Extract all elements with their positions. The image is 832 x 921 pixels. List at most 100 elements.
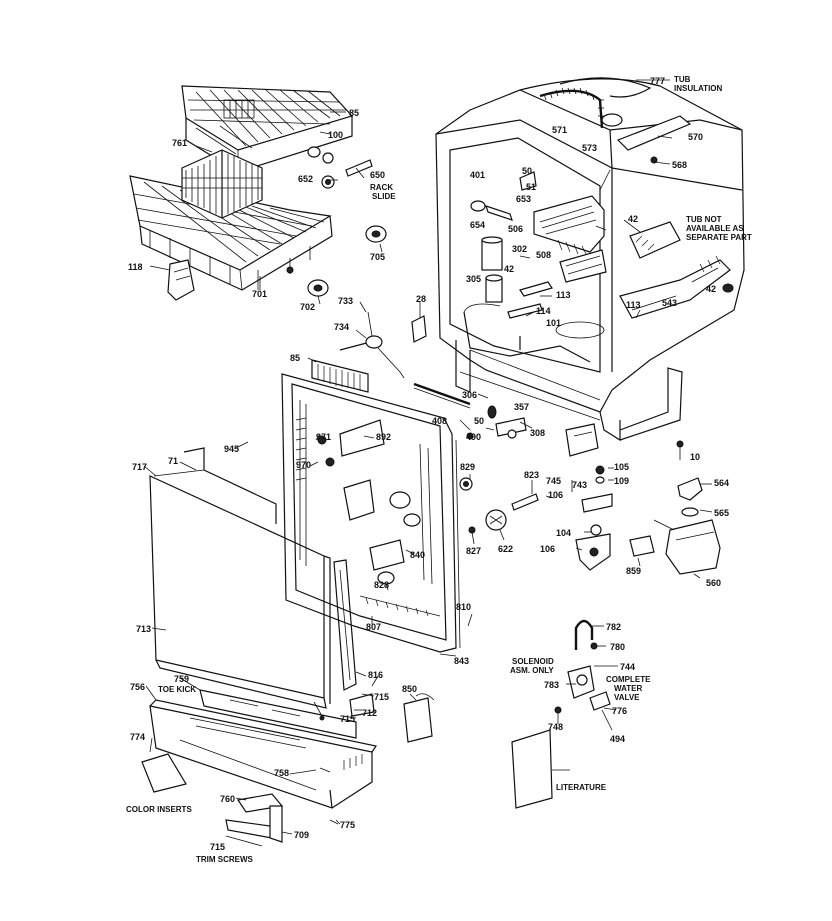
label-106-bottom: 106	[540, 544, 555, 554]
label-51: 51	[526, 182, 536, 192]
label-506: 506	[508, 224, 523, 234]
label-745: 745	[546, 476, 561, 486]
caption-solenoid-1: SOLENOID	[512, 657, 554, 666]
caption-tub-insulation-2: INSULATION	[674, 84, 723, 93]
label-744: 744	[620, 662, 635, 672]
label-508: 508	[536, 250, 551, 260]
label-118: 118	[128, 262, 143, 272]
label-780: 780	[610, 642, 625, 652]
label-114: 114	[536, 306, 551, 316]
label-105: 105	[614, 462, 629, 472]
label-101: 101	[546, 318, 561, 328]
label-570: 570	[688, 132, 703, 142]
label-775: 775	[340, 820, 355, 830]
label-106-top: 106	[548, 490, 563, 500]
label-573: 573	[582, 143, 597, 153]
label-565: 565	[714, 508, 729, 518]
label-971: 971	[316, 432, 331, 442]
label-823: 823	[524, 470, 539, 480]
label-892: 892	[376, 432, 391, 442]
label-843: 843	[454, 656, 469, 666]
label-748: 748	[548, 722, 563, 732]
label-42-right: 42	[628, 214, 638, 224]
label-743: 743	[572, 480, 587, 490]
upper-rack	[181, 85, 354, 173]
label-715-c: 715	[210, 842, 225, 852]
label-100: 100	[328, 130, 343, 140]
label-104: 104	[556, 528, 571, 538]
literature-booklet	[511, 729, 570, 809]
door-outer-panel	[149, 447, 375, 717]
label-568: 568	[672, 160, 687, 170]
label-28: 28	[416, 294, 426, 304]
part-number-labels: 777 85 100 761 650 652 118 705 701 702 7…	[128, 76, 729, 852]
leader-lines	[143, 79, 713, 835]
label-357: 357	[514, 402, 529, 412]
hinge-assembly	[339, 311, 427, 379]
label-945: 945	[224, 444, 239, 454]
part-850	[403, 693, 435, 743]
color-inserts	[141, 753, 187, 793]
label-306: 306	[462, 390, 477, 400]
label-50-top: 50	[522, 166, 532, 176]
label-401: 401	[470, 170, 485, 180]
label-709: 709	[294, 830, 309, 840]
caption-rack-slide-1: RACK	[370, 183, 393, 192]
label-705: 705	[370, 252, 385, 262]
label-777: 777	[650, 76, 665, 86]
caption-color-inserts: COLOR INSERTS	[126, 805, 192, 814]
rack-hardware	[167, 146, 387, 301]
door-inner	[281, 359, 471, 653]
label-828: 828	[374, 580, 389, 590]
label-85-rack: 85	[349, 108, 359, 118]
caption-toe-kick: TOE KICK	[158, 685, 196, 694]
label-715-b: 715	[340, 714, 355, 724]
label-761: 761	[172, 138, 187, 148]
label-308: 308	[530, 428, 545, 438]
label-970: 970	[296, 460, 311, 470]
label-560: 560	[706, 578, 721, 588]
label-807: 807	[366, 622, 381, 632]
label-829: 829	[460, 462, 475, 472]
label-543: 543	[662, 298, 677, 308]
label-776: 776	[612, 706, 627, 716]
captions: TUB INSULATION RACK SLIDE TUB NOT AVAILA…	[126, 75, 752, 864]
label-494: 494	[610, 734, 625, 744]
caption-complete-2: WATER	[614, 684, 643, 693]
label-654: 654	[470, 220, 485, 230]
label-490: 490	[466, 432, 481, 442]
caption-complete-3: VALVE	[614, 693, 640, 702]
label-702: 702	[300, 302, 315, 312]
caption-tub-not-2: AVAILABLE AS	[686, 224, 744, 233]
caption-tub-not-3: SEPARATE PART	[686, 233, 752, 242]
water-valve	[554, 619, 611, 724]
label-816: 816	[368, 670, 383, 680]
label-113-mid: 113	[556, 290, 571, 300]
label-113-right: 113	[626, 300, 641, 310]
label-302: 302	[512, 244, 527, 254]
tub	[435, 77, 745, 442]
label-564: 564	[714, 478, 729, 488]
small-screws	[225, 613, 473, 847]
label-715-a: 715	[374, 692, 389, 702]
label-810: 810	[456, 602, 471, 612]
label-50-mid: 50	[474, 416, 484, 426]
label-653: 653	[516, 194, 531, 204]
label-734: 734	[334, 322, 349, 332]
label-622: 622	[498, 544, 513, 554]
label-408: 408	[432, 416, 447, 426]
parts-357-308	[466, 405, 527, 440]
caption-trim-screws: TRIM SCREWS	[196, 855, 254, 864]
lower-access-panel	[149, 699, 377, 809]
label-10: 10	[690, 452, 700, 462]
label-783: 783	[544, 680, 559, 690]
label-650: 650	[370, 170, 385, 180]
caption-tub-insulation-1: TUB	[674, 75, 691, 84]
caption-rack-slide-2: SLIDE	[372, 192, 396, 201]
label-840: 840	[410, 550, 425, 560]
label-782: 782	[606, 622, 621, 632]
label-758: 758	[274, 768, 289, 778]
label-701: 701	[252, 289, 267, 299]
caption-complete-1: COMPLETE	[606, 675, 651, 684]
